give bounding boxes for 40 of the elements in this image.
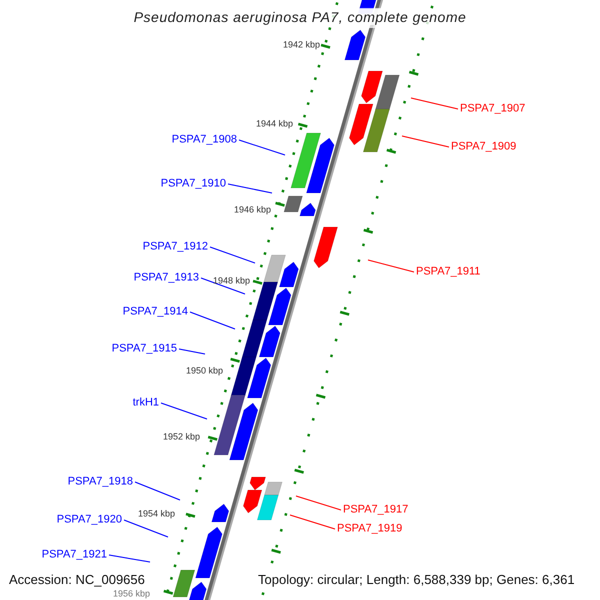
leader-line <box>410 98 458 110</box>
position-label: 1950 kbp <box>186 366 223 376</box>
leader-line <box>402 136 450 148</box>
gene-label: PSPA7_1918 <box>68 476 133 488</box>
leader-line <box>134 482 180 500</box>
leader-line <box>210 246 256 264</box>
gene-label: PSPA7_1913 <box>134 272 199 284</box>
position-label: 1942 kbp <box>282 40 320 50</box>
leader-line <box>368 260 414 272</box>
leader-line <box>296 496 342 510</box>
gene-label: PSPA7_1919 <box>337 522 402 536</box>
gene-label: PSPA7_1920 <box>56 514 122 526</box>
leader-line <box>228 184 272 194</box>
gene-label: PSPA7_1914 <box>122 306 188 318</box>
gene-label: PSPA7_1917 <box>343 504 408 516</box>
position-label: 1952 kbp <box>162 432 200 442</box>
position-label: 1944 kbp <box>256 118 293 130</box>
position-label: 1956 kbp <box>112 588 150 600</box>
leader-line <box>290 514 336 530</box>
info-text: Accession: NC_009656 <box>9 572 145 588</box>
gene-label: PSPA7_1909 <box>451 140 516 154</box>
leader-line <box>178 348 206 354</box>
position-label: 1954 kbp <box>138 508 175 520</box>
gene-label: PSPA7_1908 <box>172 134 237 146</box>
leader-line <box>190 312 236 330</box>
gene-label: PSPA7_1912 <box>142 240 208 254</box>
position-label: 1946 kbp <box>234 204 271 216</box>
gene-label: trkH1 <box>132 396 159 410</box>
leader-line <box>160 402 208 420</box>
gene-label: PSPA7_1921 <box>42 548 107 562</box>
position-label: 1948 kbp <box>212 276 250 286</box>
gene-label: PSPA7_1910 <box>160 178 226 190</box>
gene-label: PSPA7_1907 <box>460 102 526 116</box>
gene-label: PSPA7_1915 <box>112 342 177 356</box>
leader-line <box>124 520 168 538</box>
info-text: Topology: circular; Length: 6,588,339 bp; Genes: 6,361 <box>258 572 575 588</box>
leader-line <box>108 554 150 562</box>
gene-label: PSPA7_1911 <box>416 266 480 278</box>
leader-line <box>238 140 286 156</box>
leader-line <box>200 278 246 294</box>
